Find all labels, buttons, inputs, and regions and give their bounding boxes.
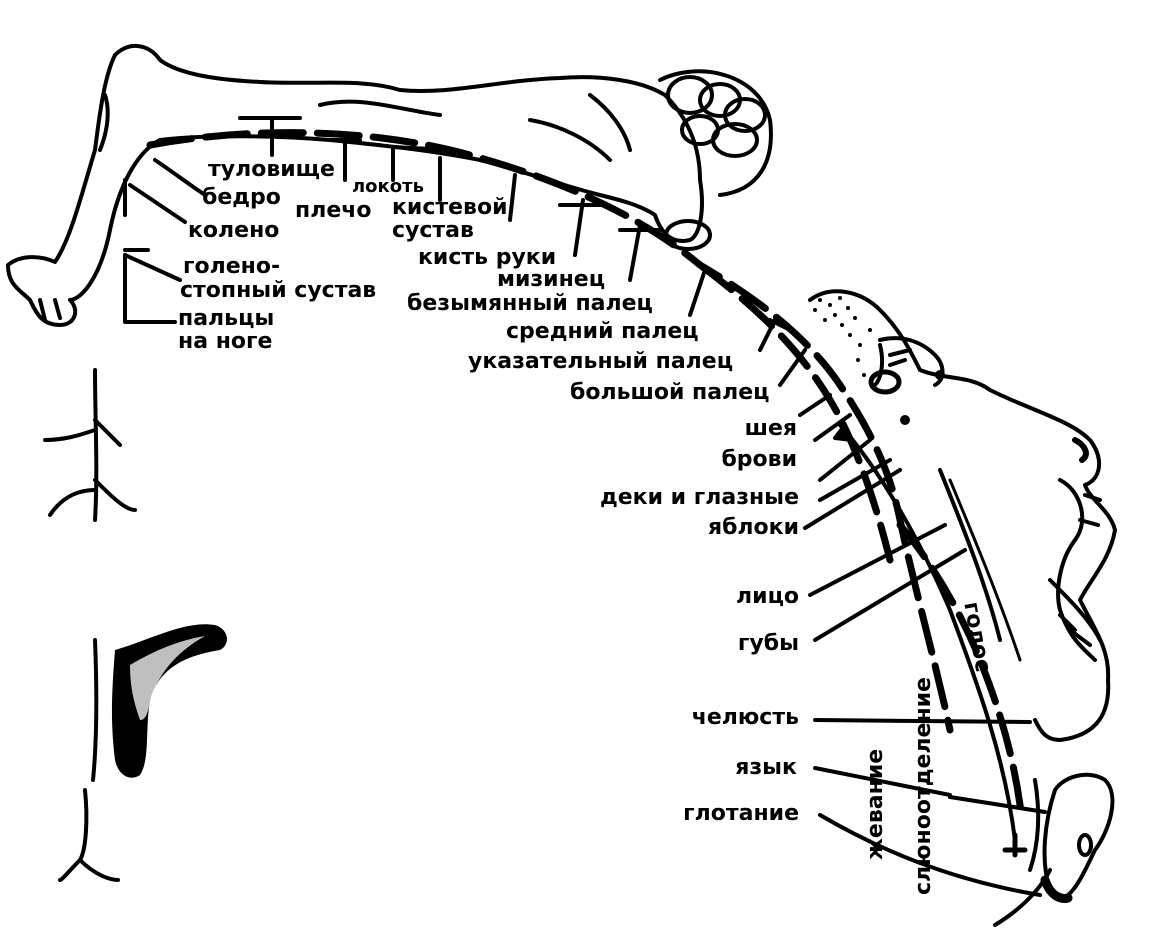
face-profile	[808, 289, 1117, 742]
label-wrist-line2: сустав	[392, 218, 474, 243]
label-swallowing: глотание	[683, 801, 799, 826]
label-shoulder: плечо	[295, 198, 372, 223]
label-elbow: локоть	[352, 176, 424, 197]
label-toes-line2: на ноге	[178, 329, 273, 354]
label-lips: губы	[737, 631, 799, 656]
label-knee: колено	[188, 218, 280, 243]
label-hip: бедро	[202, 185, 281, 210]
label-ring-finger: безымянный палец	[407, 291, 653, 316]
hand-fingers	[658, 69, 773, 251]
label-jaw: челюсть	[691, 705, 799, 730]
tongue-shape	[1042, 772, 1115, 902]
label-toes-line1: пальцы	[178, 306, 275, 331]
label-middle-finger: средний палец	[506, 319, 699, 344]
label-thumb: большой палец	[570, 380, 770, 405]
stipple-dots	[813, 296, 945, 425]
label-eyelids-line1: деки и глазные	[599, 485, 799, 510]
label-little-finger: мизинец	[497, 267, 606, 292]
label-ankle-line1: голено-	[183, 254, 281, 279]
label-neck: шея	[744, 416, 797, 441]
label-tongue: язык	[735, 755, 797, 780]
label-chewing: жевание	[863, 748, 888, 860]
cortex-dashed-arc	[146, 129, 954, 734]
label-face: лицо	[736, 584, 799, 609]
label-brows: брови	[721, 447, 797, 472]
label-wrist-line1: кистевой	[392, 195, 508, 220]
label-salivation: слюноотделение	[911, 677, 936, 895]
label-ankle-line2: стопный сустав	[180, 278, 377, 303]
label-trunk: туловище	[208, 157, 335, 182]
label-index-finger: указательный палец	[468, 349, 733, 374]
homunculus-body-outline	[6, 44, 704, 327]
label-eyelids-line2: яблоки	[707, 515, 799, 540]
label-hand: кисть руки	[418, 245, 557, 270]
